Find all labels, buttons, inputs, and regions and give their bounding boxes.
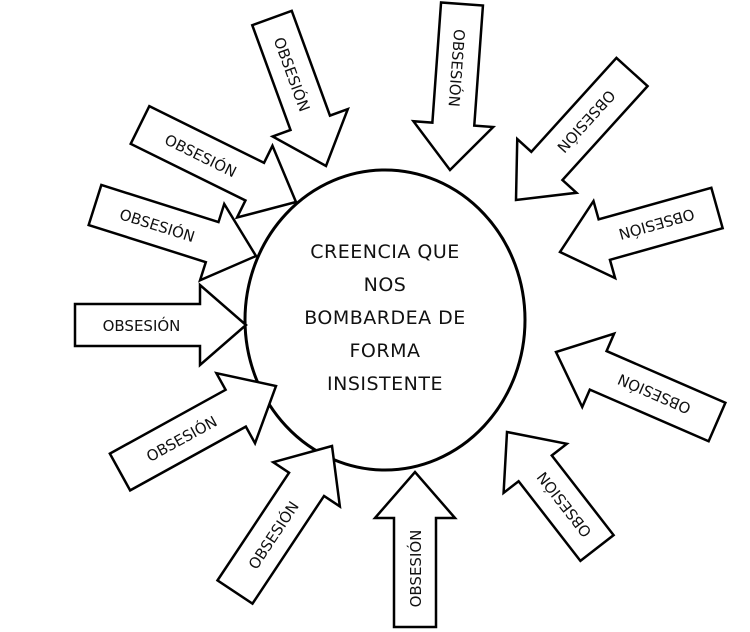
obsession-arrow: OBSESIÓN: [502, 430, 616, 563]
center-line: FORMA: [349, 340, 421, 362]
arrow-shape: [410, 1, 497, 172]
arrow-shape: [558, 186, 725, 281]
arrow-shape: [129, 104, 298, 220]
arrow-shape: [514, 56, 650, 202]
center-line: INSISTENTE: [327, 373, 443, 395]
central-belief-text: CREENCIA QUE NOS BOMBARDEA DE FORMA INSI…: [285, 236, 485, 401]
center-line: CREENCIA QUE: [310, 241, 460, 263]
arrow-shape: [250, 9, 350, 168]
arrow-label: OBSESIÓN: [406, 530, 425, 608]
central-circle: [243, 168, 527, 472]
obsession-arrow: OBSESIÓN: [250, 9, 350, 168]
arrow-shape: [108, 371, 278, 493]
arrow-label: OBSESIÓN: [103, 316, 181, 335]
arrow-shape: [215, 444, 342, 606]
obsession-arrow: OBSESIÓN: [87, 183, 258, 283]
arrow-shape: [73, 282, 248, 368]
obsession-arrow: OBSESIÓN: [73, 282, 248, 368]
center-line: BOMBARDEA DE: [304, 307, 466, 329]
obsession-arrow: OBSESIÓN: [410, 1, 497, 172]
arrow-shape: [372, 470, 458, 629]
center-line: NOS: [363, 274, 407, 296]
obsession-arrow: OBSESIÓN: [129, 104, 298, 220]
arrow-shape: [87, 183, 258, 283]
arrow-shape: [554, 331, 728, 443]
arrows-group: OBSESIÓNOBSESIÓNOBSESIÓNOBSESIÓNOBSESIÓN…: [73, 1, 728, 629]
obsession-arrow: OBSESIÓN: [372, 470, 458, 629]
arrow-shape: [502, 430, 616, 563]
obsession-arrow: OBSESIÓN: [514, 56, 650, 202]
obsession-arrow: OBSESIÓN: [558, 186, 725, 281]
obsession-arrow: OBSESIÓN: [554, 331, 728, 443]
